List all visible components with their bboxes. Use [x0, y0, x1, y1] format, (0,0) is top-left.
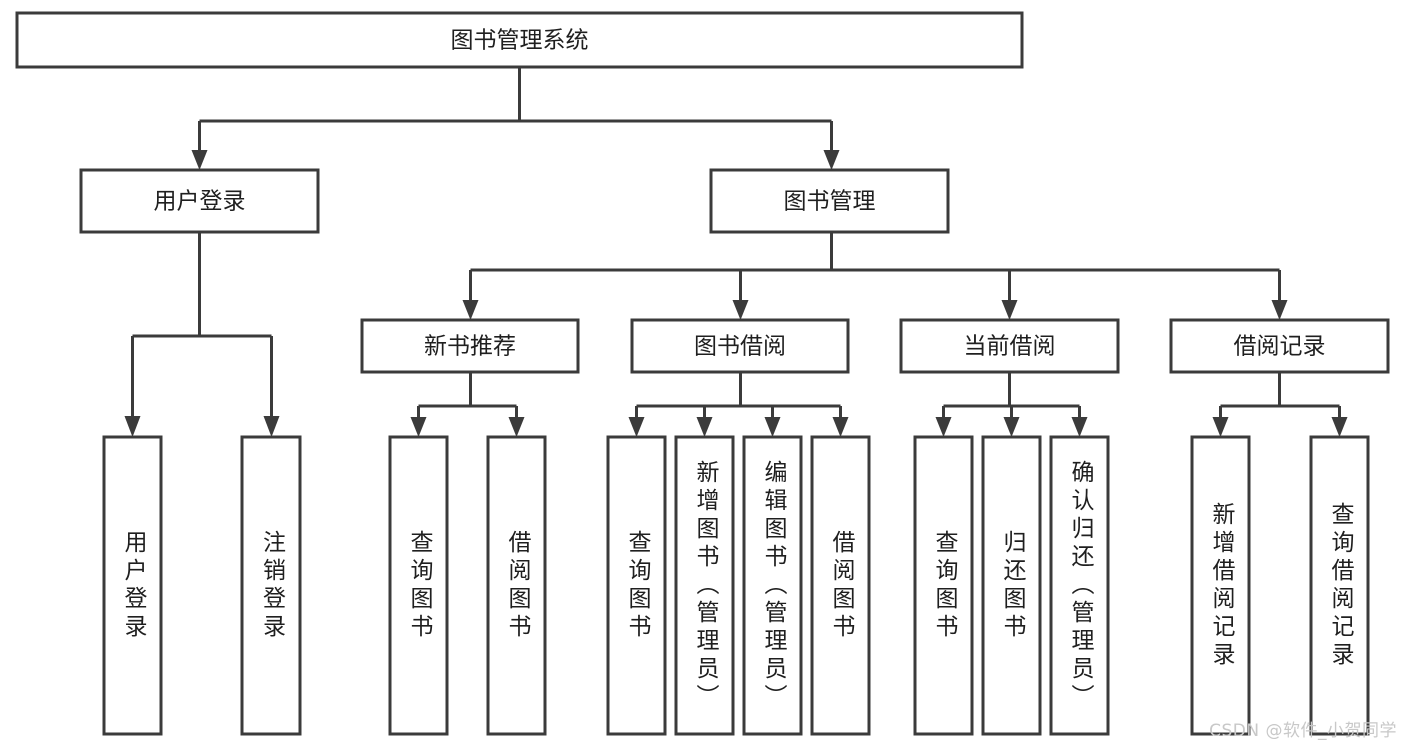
arrow-head-new-book-recommend [462, 300, 479, 320]
leaf-box-borrow-book[interactable] [810, 435, 871, 736]
leaf-box-user-login[interactable] [102, 435, 163, 736]
node-current-borrow[interactable]: 当前借阅 [899, 318, 1120, 374]
arrow-head-leaf-user-login [124, 416, 141, 437]
leaf-box-query-book-recommend[interactable] [388, 435, 449, 736]
node-new-book-recommend[interactable]: 新书推荐 [360, 318, 580, 374]
leaf-box-layer [102, 435, 1370, 736]
arrow-head-leaf-borrow-book-recommend [508, 417, 525, 437]
node-book-management-label: 图书管理 [784, 189, 876, 215]
arrow-head-leaf-query-book-recommend [410, 417, 427, 437]
arrow-head-leaf-edit-book-admin [764, 417, 781, 437]
node-book-management-box[interactable] [709, 168, 950, 234]
node-book-borrow-box[interactable] [630, 318, 850, 374]
connector-layer [124, 67, 1348, 437]
node-root-label: 图书管理系统 [451, 28, 589, 54]
leaf-box-return-book[interactable] [981, 435, 1042, 736]
leaf-box-confirm-return-admin[interactable] [1049, 435, 1110, 736]
node-current-borrow-label: 当前借阅 [964, 334, 1056, 360]
node-new-book-recommend-box[interactable] [360, 318, 580, 374]
leaf-box-logout[interactable] [240, 435, 302, 736]
leaf-box-add-book-admin[interactable] [674, 435, 735, 736]
arrow-head-leaf-add-borrow-record [1212, 417, 1229, 437]
arrow-head-leaf-query-book-borrow [628, 417, 645, 437]
node-book-borrow[interactable]: 图书借阅 [630, 318, 850, 374]
watermark-text: CSDN @软件_小贺同学 [1209, 721, 1397, 741]
arrow-head-leaf-borrow-book [832, 417, 849, 437]
arrow-head-current-borrow [1001, 300, 1018, 320]
node-user-login-box[interactable] [79, 168, 320, 234]
arrow-head-book-borrow [732, 300, 749, 320]
node-root[interactable]: 图书管理系统 [15, 11, 1024, 69]
leaf-box-query-book-borrow[interactable] [606, 435, 667, 736]
node-book-management[interactable]: 图书管理 [709, 168, 950, 234]
node-borrow-record-label: 借阅记录 [1234, 334, 1326, 360]
node-borrow-record-box[interactable] [1169, 318, 1390, 374]
arrow-head-book-mgmt [823, 150, 840, 170]
leaf-box-borrow-book-recommend[interactable] [486, 435, 547, 736]
arrow-head-user-login [191, 150, 208, 170]
leaf-box-edit-book-admin[interactable] [742, 435, 803, 736]
node-book-borrow-label: 图书借阅 [694, 334, 786, 360]
arrow-head-leaf-confirm-return-admin [1071, 417, 1088, 437]
arrow-head-leaf-logout [263, 416, 280, 437]
node-user-login[interactable]: 用户登录 [79, 168, 320, 234]
arrow-head-leaf-add-book-admin [696, 417, 713, 437]
leaf-box-query-book-current[interactable] [913, 435, 974, 736]
leaf-box-query-borrow-record[interactable] [1309, 435, 1370, 736]
node-new-book-recommend-label: 新书推荐 [424, 334, 516, 360]
arrow-head-leaf-query-borrow-record [1331, 417, 1348, 437]
node-borrow-record[interactable]: 借阅记录 [1169, 318, 1390, 374]
node-root-box[interactable] [15, 11, 1024, 69]
arrow-head-leaf-return-book [1003, 417, 1020, 437]
leaf-box-add-borrow-record[interactable] [1190, 435, 1251, 736]
arrow-head-leaf-query-book-current [935, 417, 952, 437]
node-user-login-label: 用户登录 [154, 189, 246, 215]
node-current-borrow-box[interactable] [899, 318, 1120, 374]
arrow-head-borrow-record [1271, 300, 1288, 320]
